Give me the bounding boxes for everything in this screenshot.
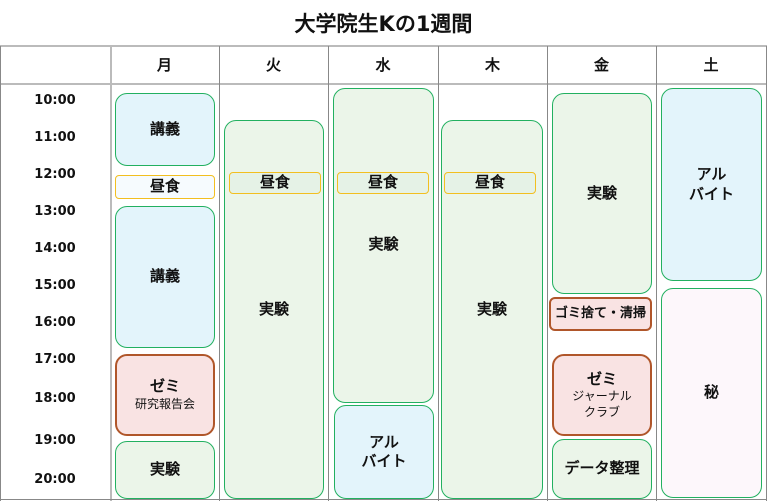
event-label: バイト xyxy=(688,184,734,203)
event-label: ゼミ xyxy=(149,377,180,396)
event-fri-data-organizing[interactable]: データ整理 xyxy=(552,439,652,499)
event-sublabel: ジャーナル xyxy=(572,389,632,404)
time-label: 19:00 xyxy=(34,433,76,448)
event-label: 昼食 xyxy=(367,173,398,192)
event-label: 講義 xyxy=(149,119,180,138)
time-label: 12:00 xyxy=(34,167,76,182)
event-mon-lecture[interactable]: 講義 xyxy=(115,93,215,166)
event-label: 実験 xyxy=(149,460,180,479)
divider xyxy=(219,46,220,501)
divider xyxy=(0,46,1,501)
divider xyxy=(547,46,548,501)
event-mon-lecture[interactable]: 講義 xyxy=(115,206,215,348)
event-label: アル xyxy=(696,165,727,183)
time-label: 13:00 xyxy=(34,204,76,219)
event-sat-parttime-job[interactable]: アルバイト xyxy=(661,88,762,281)
day-header-wed: 水 xyxy=(375,56,391,74)
day-header-sat: 土 xyxy=(703,56,719,74)
time-label: 16:00 xyxy=(34,315,76,330)
event-sat-secret[interactable]: 秘 xyxy=(661,288,762,498)
event-label: 講義 xyxy=(149,267,180,286)
day-header-thu: 木 xyxy=(484,56,500,74)
event-sublabel: クラブ xyxy=(583,404,620,419)
event-label: バイト xyxy=(361,452,407,470)
time-label: 20:00 xyxy=(34,472,76,487)
time-label: 10:00 xyxy=(34,93,76,108)
event-mon-lunch[interactable]: 昼食 xyxy=(115,175,215,199)
time-label: 17:00 xyxy=(34,352,76,367)
event-label: 秘 xyxy=(703,383,719,402)
time-label: 14:00 xyxy=(34,241,76,256)
day-header-mon: 月 xyxy=(156,56,172,74)
day-header-tue: 火 xyxy=(265,56,281,74)
event-label: 実験 xyxy=(258,299,289,318)
divider xyxy=(656,46,657,501)
event-label: データ整理 xyxy=(564,459,640,478)
event-sublabel: 研究報告会 xyxy=(134,396,195,411)
divider xyxy=(0,83,767,85)
time-label: 15:00 xyxy=(34,278,76,293)
page-title: 大学院生Kの1週間 xyxy=(294,12,473,36)
event-label: アル xyxy=(369,432,399,451)
event-label: 実験 xyxy=(368,235,399,253)
event-label: ゴミ捨て・清掃 xyxy=(554,305,646,321)
event-fri-seminar[interactable]: ゼミジャーナルクラブ xyxy=(552,354,652,436)
event-mon-experiment[interactable]: 実験 xyxy=(115,441,215,499)
event-wed-lunch[interactable]: 昼食 xyxy=(337,172,429,194)
event-label: 昼食 xyxy=(149,177,180,196)
divider xyxy=(328,46,329,501)
event-fri-experiment[interactable]: 実験 xyxy=(552,93,652,294)
divider xyxy=(0,499,767,500)
divider xyxy=(0,45,767,47)
day-header-fri: 金 xyxy=(593,56,609,74)
event-fri-trash-cleaning[interactable]: ゴミ捨て・清掃 xyxy=(549,297,652,331)
event-label: 実験 xyxy=(586,183,617,202)
event-tue-lunch[interactable]: 昼食 xyxy=(229,172,321,194)
event-label: 昼食 xyxy=(259,173,290,192)
event-thu-lunch[interactable]: 昼食 xyxy=(444,172,536,194)
divider xyxy=(110,46,112,501)
event-wed-parttime-job[interactable]: アルバイト xyxy=(334,405,434,499)
event-label: 昼食 xyxy=(474,173,505,192)
event-label: ゼミ xyxy=(586,369,617,388)
divider xyxy=(438,46,439,501)
event-mon-seminar[interactable]: ゼミ研究報告会 xyxy=(115,354,215,436)
time-label: 11:00 xyxy=(34,130,76,145)
time-label: 18:00 xyxy=(34,391,76,406)
event-wed-experiment[interactable]: 実験 xyxy=(333,88,434,403)
event-label: 実験 xyxy=(476,299,507,318)
